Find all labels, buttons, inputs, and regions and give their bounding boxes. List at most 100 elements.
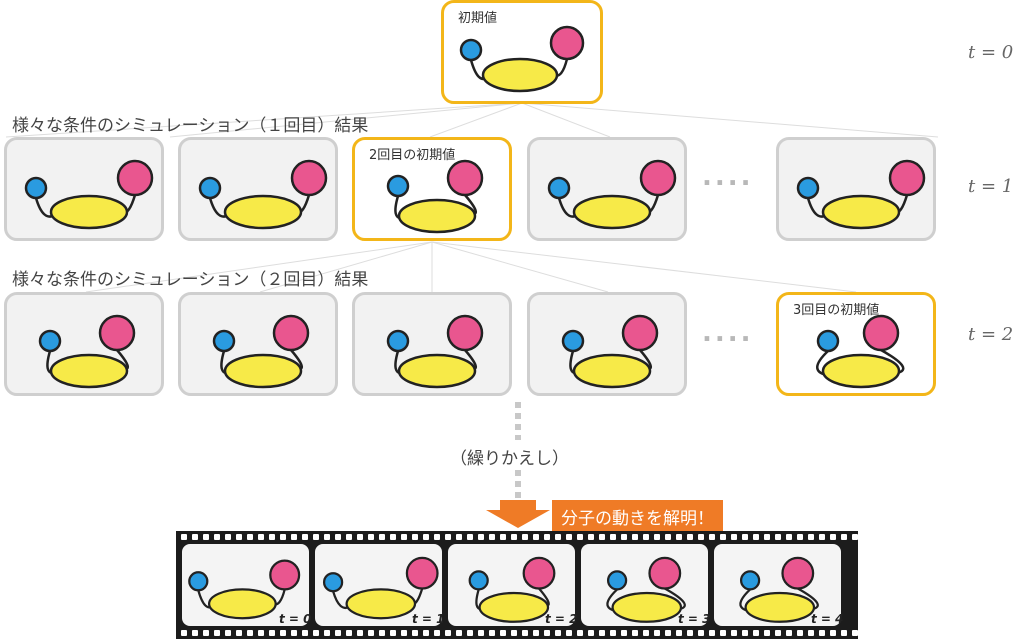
yellow-body bbox=[821, 194, 901, 230]
pink-atom bbox=[98, 314, 136, 352]
sprocket-hole bbox=[841, 534, 847, 540]
sprocket-hole bbox=[852, 534, 858, 540]
sprocket-hole bbox=[687, 534, 693, 540]
sprocket-hole bbox=[621, 630, 627, 636]
yellow-body bbox=[572, 353, 652, 389]
blue-atom bbox=[386, 174, 410, 198]
conclusion-callout: 分子の動きを解明！ bbox=[552, 500, 723, 533]
yellow-body bbox=[49, 194, 129, 230]
film-label-2: t = 2 bbox=[545, 612, 578, 626]
sprocket-hole bbox=[797, 534, 803, 540]
blue-atom bbox=[188, 571, 209, 592]
sprocket-hole bbox=[643, 534, 649, 540]
pink-atom bbox=[446, 314, 484, 352]
sprocket-hole bbox=[632, 534, 638, 540]
yellow-body bbox=[345, 588, 417, 620]
sprocket-hole bbox=[544, 534, 550, 540]
sprocket-hole bbox=[379, 630, 385, 636]
film-label-3: t = 3 bbox=[678, 612, 711, 626]
pink-atom bbox=[862, 314, 900, 352]
pink-atom bbox=[549, 25, 585, 61]
sprocket-hole bbox=[291, 630, 297, 636]
sprocket-hole bbox=[555, 630, 561, 636]
sprocket-hole bbox=[478, 630, 484, 636]
sprocket-hole bbox=[390, 534, 396, 540]
pink-atom bbox=[446, 159, 484, 197]
row2-label: 様々な条件のシミュレーション（２回目）結果 bbox=[12, 270, 369, 290]
molecule-icon bbox=[386, 314, 484, 389]
sprocket-hole bbox=[687, 630, 693, 636]
pink-atom bbox=[269, 559, 301, 591]
sprocket-hole bbox=[731, 534, 737, 540]
blue-atom bbox=[24, 176, 48, 200]
sprocket-hole bbox=[412, 534, 418, 540]
sprocket-hole bbox=[258, 630, 264, 636]
sprocket-hole bbox=[225, 534, 231, 540]
sprocket-hole bbox=[313, 630, 319, 636]
sprocket-hole bbox=[324, 534, 330, 540]
sprocket-hole bbox=[445, 534, 451, 540]
sprocket-hole bbox=[412, 630, 418, 636]
sprocket-hole bbox=[742, 630, 748, 636]
sprocket-hole bbox=[808, 534, 814, 540]
initial-state-box: 初期値 bbox=[441, 0, 603, 104]
molecule-icon bbox=[547, 159, 677, 230]
sprocket-hole bbox=[324, 630, 330, 636]
sprocket-hole bbox=[654, 534, 660, 540]
molecule-icon bbox=[739, 556, 819, 623]
blue-atom bbox=[386, 329, 410, 353]
sprocket-hole bbox=[401, 534, 407, 540]
sprocket-hole bbox=[500, 534, 506, 540]
sprocket-hole bbox=[379, 534, 385, 540]
molecule-icon bbox=[188, 559, 301, 620]
sprocket-hole bbox=[456, 630, 462, 636]
sprocket-hole bbox=[214, 630, 220, 636]
sprocket-hole bbox=[357, 630, 363, 636]
pink-atom bbox=[290, 159, 328, 197]
pink-atom bbox=[648, 556, 682, 590]
sprocket-hole bbox=[665, 630, 671, 636]
sprocket-hole bbox=[357, 534, 363, 540]
initial-state-label: 初期値 bbox=[458, 11, 498, 26]
blue-atom bbox=[547, 176, 571, 200]
pink-atom bbox=[522, 556, 556, 590]
yellow-body bbox=[744, 591, 816, 623]
sprocket-hole bbox=[423, 630, 429, 636]
sprocket-hole bbox=[269, 534, 275, 540]
molecule-icon bbox=[606, 556, 686, 623]
down-arrow-icon bbox=[486, 500, 550, 528]
sim2-result-1 bbox=[4, 292, 164, 396]
sprocket-hole bbox=[522, 534, 528, 540]
sprocket-hole bbox=[467, 534, 473, 540]
sprocket-hole bbox=[423, 534, 429, 540]
repeat-label: （繰りかえし） bbox=[450, 449, 569, 469]
molecule-icon bbox=[212, 314, 310, 389]
sprocket-hole bbox=[511, 630, 517, 636]
sprocket-hole bbox=[786, 630, 792, 636]
sprocket-hole bbox=[566, 630, 572, 636]
sprocket-hole bbox=[852, 630, 858, 636]
sprocket-hole bbox=[368, 534, 374, 540]
pink-atom bbox=[781, 556, 815, 590]
sprocket-hole bbox=[610, 630, 616, 636]
yellow-body bbox=[397, 353, 477, 389]
sprocket-hole bbox=[698, 534, 704, 540]
sprocket-hole bbox=[313, 534, 319, 540]
time-label-0: t = 0 bbox=[968, 42, 1014, 63]
sprocket-hole bbox=[753, 534, 759, 540]
sprocket-hole bbox=[346, 534, 352, 540]
sprocket-hole bbox=[181, 534, 187, 540]
sprocket-hole bbox=[720, 534, 726, 540]
sprocket-hole bbox=[632, 630, 638, 636]
film-label-1: t = 1 bbox=[412, 612, 445, 626]
molecule-icon bbox=[322, 556, 439, 620]
blue-atom bbox=[468, 570, 489, 591]
sim1-result-2 bbox=[178, 137, 338, 241]
sim1-result-4 bbox=[527, 137, 687, 241]
sim1-result-1 bbox=[4, 137, 164, 241]
sprocket-hole bbox=[203, 630, 209, 636]
film-label-4: t = 4 bbox=[811, 612, 844, 626]
yellow-body bbox=[207, 588, 277, 620]
blue-atom bbox=[38, 329, 62, 353]
pink-atom bbox=[888, 159, 926, 197]
